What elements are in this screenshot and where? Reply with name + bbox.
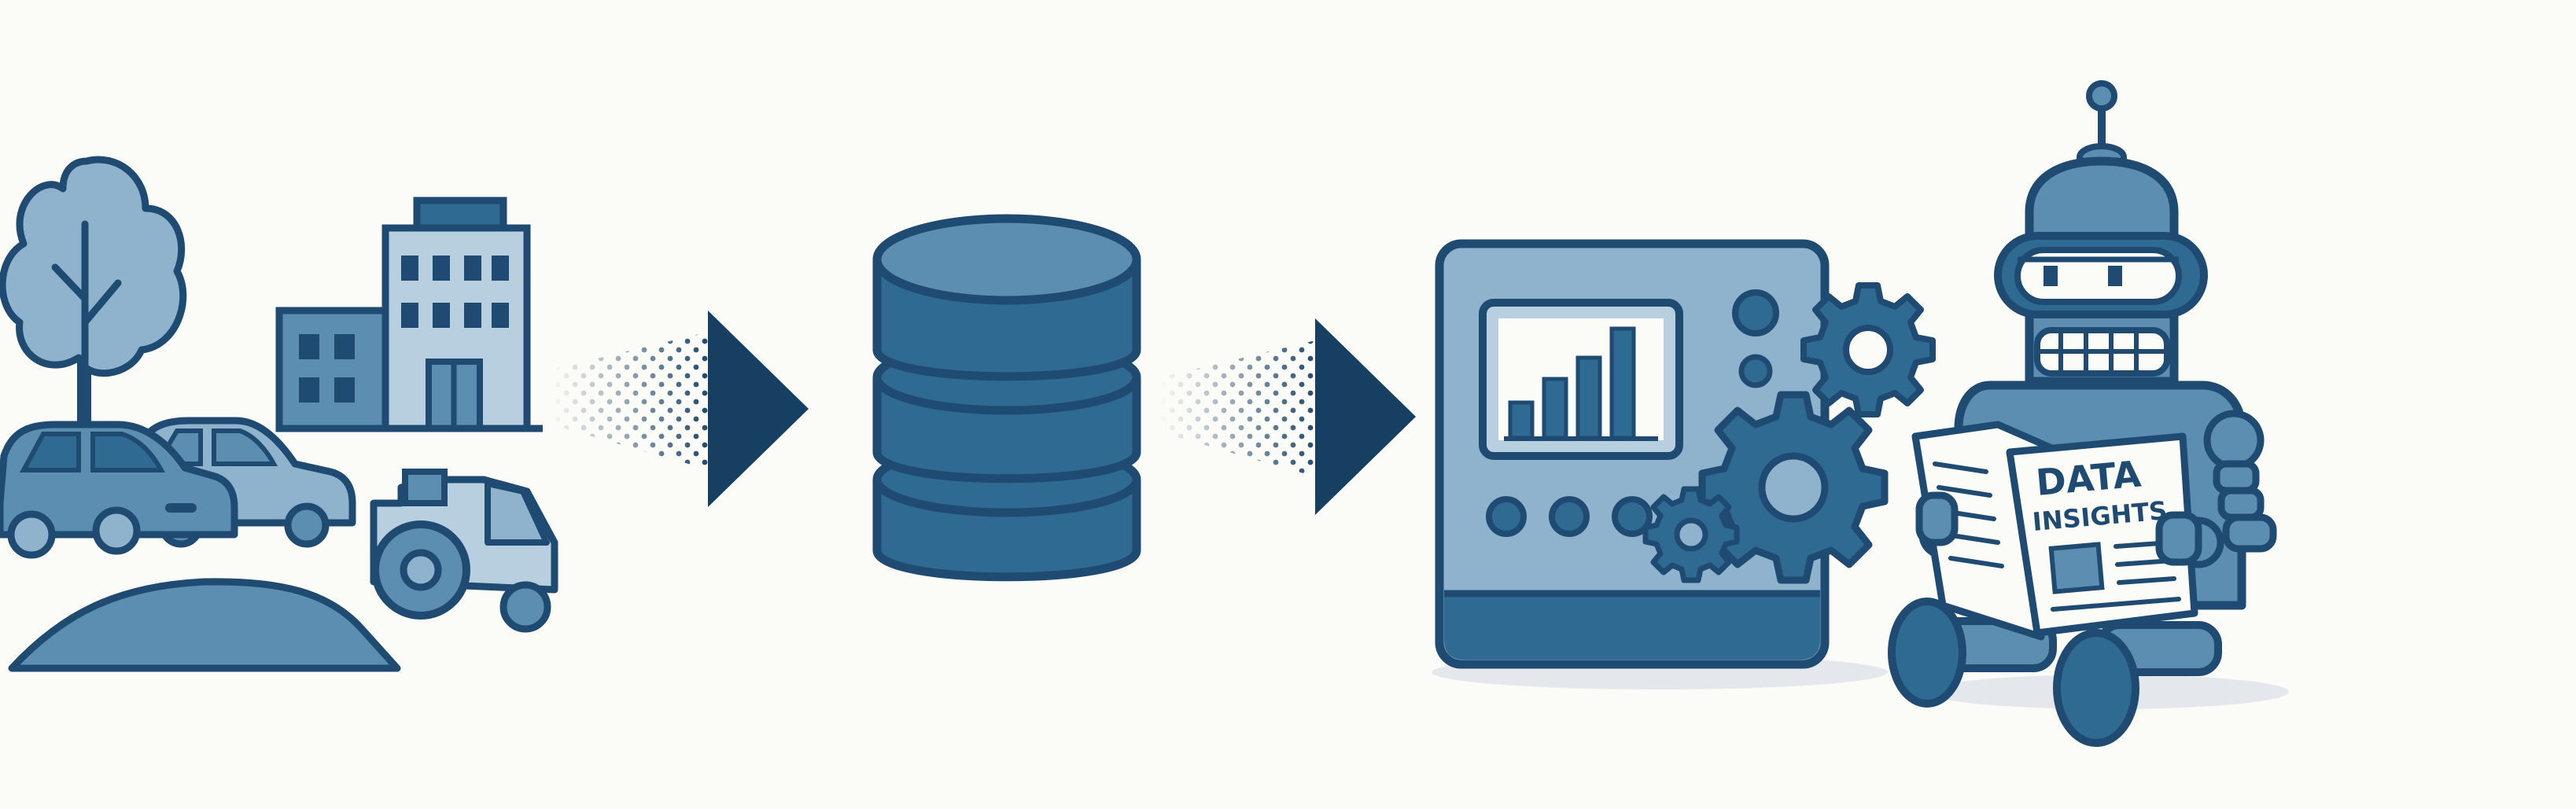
gear-icon	[1642, 486, 1740, 583]
gear-icon	[1800, 282, 1936, 417]
tree-icon	[0, 156, 187, 440]
arrow-sources-to-database	[551, 311, 809, 507]
car-icon	[0, 421, 238, 559]
gear-icon	[1698, 391, 1889, 584]
field-mound-icon	[8, 578, 401, 672]
newspaper-icon: DATA INSIGHTS	[1911, 421, 2198, 641]
processing-group	[1432, 239, 1936, 689]
data-sources-group	[0, 156, 558, 672]
building-icon	[370, 197, 543, 432]
database-icon	[872, 214, 1141, 582]
newspaper-headline-line1: DATA	[2034, 452, 2143, 503]
building-icon	[275, 307, 397, 432]
tractor-icon	[370, 469, 558, 633]
arrow-database-to-processing	[1160, 318, 1416, 515]
robot-icon: DATA INSIGHTS	[1888, 80, 2289, 747]
bar-chart-icon	[1504, 326, 1658, 441]
